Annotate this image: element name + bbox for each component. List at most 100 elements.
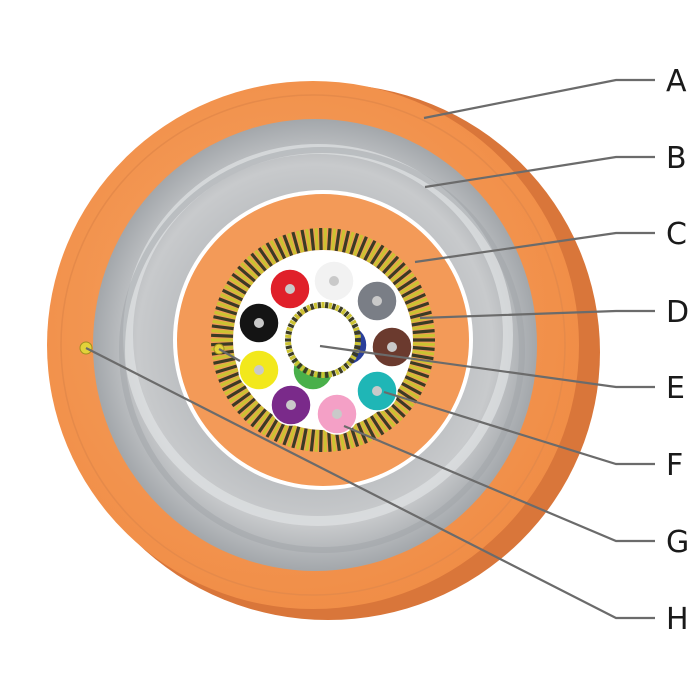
strength-yarn-stripe (240, 262, 259, 280)
strength-yarn-stripe (408, 364, 431, 374)
strength-yarn-stripe (250, 252, 267, 272)
strength-yarn-stripe (231, 391, 252, 408)
strength-yarn-stripe (376, 249, 392, 270)
strength-yarn-stripe (243, 403, 262, 422)
strength-yarn-stripe (409, 310, 432, 320)
strength-yarn-stripe (359, 420, 373, 443)
strength-yarn-stripe (412, 329, 435, 335)
strength-yarn-stripe (379, 408, 396, 428)
strength-yarn-stripe (412, 342, 435, 347)
label-a: A (666, 64, 687, 99)
strength-yarn-stripe (382, 255, 400, 275)
strength-yarn-stripe (257, 412, 273, 433)
strength-yarn-stripe (214, 360, 237, 370)
strength-yarn-stripe (234, 394, 254, 411)
strength-yarn-stripe (211, 333, 234, 338)
fiber-core (332, 409, 342, 419)
strength-yarn-stripe (379, 252, 396, 272)
strength-yarn-stripe (213, 315, 236, 323)
strength-yarn-stripe (363, 419, 377, 440)
strength-yarn-stripe (387, 262, 406, 280)
strength-yarn-stripe (261, 244, 277, 265)
strength-yarn-stripe (305, 228, 312, 252)
strength-yarn-stripe (330, 228, 337, 251)
strength-yarn-stripe (286, 425, 297, 448)
central-member-gap (291, 308, 355, 372)
strength-yarn-stripe (345, 231, 355, 254)
strength-yarn-stripe (399, 280, 420, 295)
strength-yarn-stripe (250, 408, 267, 428)
fiber-core (254, 318, 264, 328)
strength-yarn-stripe (366, 242, 381, 263)
strength-yarn-stripe (392, 269, 412, 286)
strength-yarn-stripe (224, 284, 245, 299)
leader-d (419, 309, 655, 320)
strength-yarn-stripe (397, 276, 418, 292)
fiber-core (286, 400, 296, 410)
strength-yarn-stripe (286, 232, 297, 255)
strength-yarn-stripe (369, 244, 385, 265)
label-c: C (666, 217, 687, 252)
strength-yarn-stripe (282, 423, 294, 446)
label-b: B (666, 141, 687, 176)
strength-yarn-stripe (221, 378, 244, 392)
strength-yarn-stripe (278, 236, 290, 258)
label-g: G (666, 525, 689, 560)
strength-yarn-stripe (237, 265, 256, 283)
strength-yarn-stripe (411, 319, 434, 327)
strength-yarn-stripe (406, 371, 428, 383)
strength-yarn-stripe (273, 237, 287, 260)
strength-yarn-stripe (295, 230, 305, 253)
strength-yarn-stripe (265, 417, 280, 438)
leader-f (383, 390, 655, 466)
strength-yarn-stripe (305, 428, 312, 452)
strength-yarn-stripe (314, 228, 319, 251)
strength-yarn-stripe (352, 423, 364, 446)
strength-yarn-stripe (269, 419, 283, 440)
strength-yarn-stripe (269, 240, 283, 261)
strength-yarn-stripe (411, 353, 434, 361)
strength-yarn-stripe (261, 415, 277, 436)
strength-yarn-stripe (240, 400, 259, 418)
strength-yarn-stripe (216, 368, 239, 379)
strength-yarn-stripe (228, 388, 249, 404)
strength-yarn-stripe (278, 422, 290, 444)
leader-lines (85, 78, 655, 620)
strength-yarn-stripe (220, 375, 242, 388)
label-d: D (666, 295, 689, 330)
strength-yarn-stripe (212, 319, 235, 327)
leader-h-inner (218, 348, 241, 362)
strength-yarn-stripe (211, 324, 234, 331)
strength-yarn-stripe (356, 236, 368, 258)
strength-yarn-stripe (226, 385, 247, 400)
strength-yarn-stripe (220, 292, 242, 305)
strength-yarn-stripe (246, 405, 264, 425)
strength-yarn-stripe (412, 349, 435, 356)
strength-yarn-stripe (404, 375, 426, 388)
strength-yarn-stripe (373, 412, 389, 433)
strength-yarn-stripe (407, 301, 430, 312)
label-e: E (666, 371, 685, 406)
strength-yarn-stripe (211, 342, 234, 347)
strength-yarn-stripe (309, 429, 316, 452)
strength-yarn-stripe (412, 333, 435, 338)
strength-yarn-stripe (409, 360, 432, 370)
strength-yarn-stripe (254, 410, 270, 431)
strength-yarn-stripe (215, 306, 238, 316)
strength-yarn-stripe (412, 324, 435, 331)
strength-yarn-stripe (215, 364, 238, 374)
strength-yarn-stripe (211, 329, 234, 335)
strength-yarn-stripe (366, 417, 381, 438)
strength-yarn-stripe (327, 228, 332, 251)
strength-yarn-stripe (376, 410, 392, 431)
strength-yarn-stripe (218, 371, 240, 383)
fiber-core (254, 365, 264, 375)
strength-yarn-stripe (412, 345, 435, 351)
label-f: F (666, 448, 683, 483)
strength-yarn-stripe (214, 310, 237, 320)
label-h: H (666, 602, 689, 637)
strength-yarn-stripe (373, 247, 389, 268)
strength-yarn-stripe (341, 230, 351, 253)
strength-yarn-stripe (406, 297, 428, 309)
